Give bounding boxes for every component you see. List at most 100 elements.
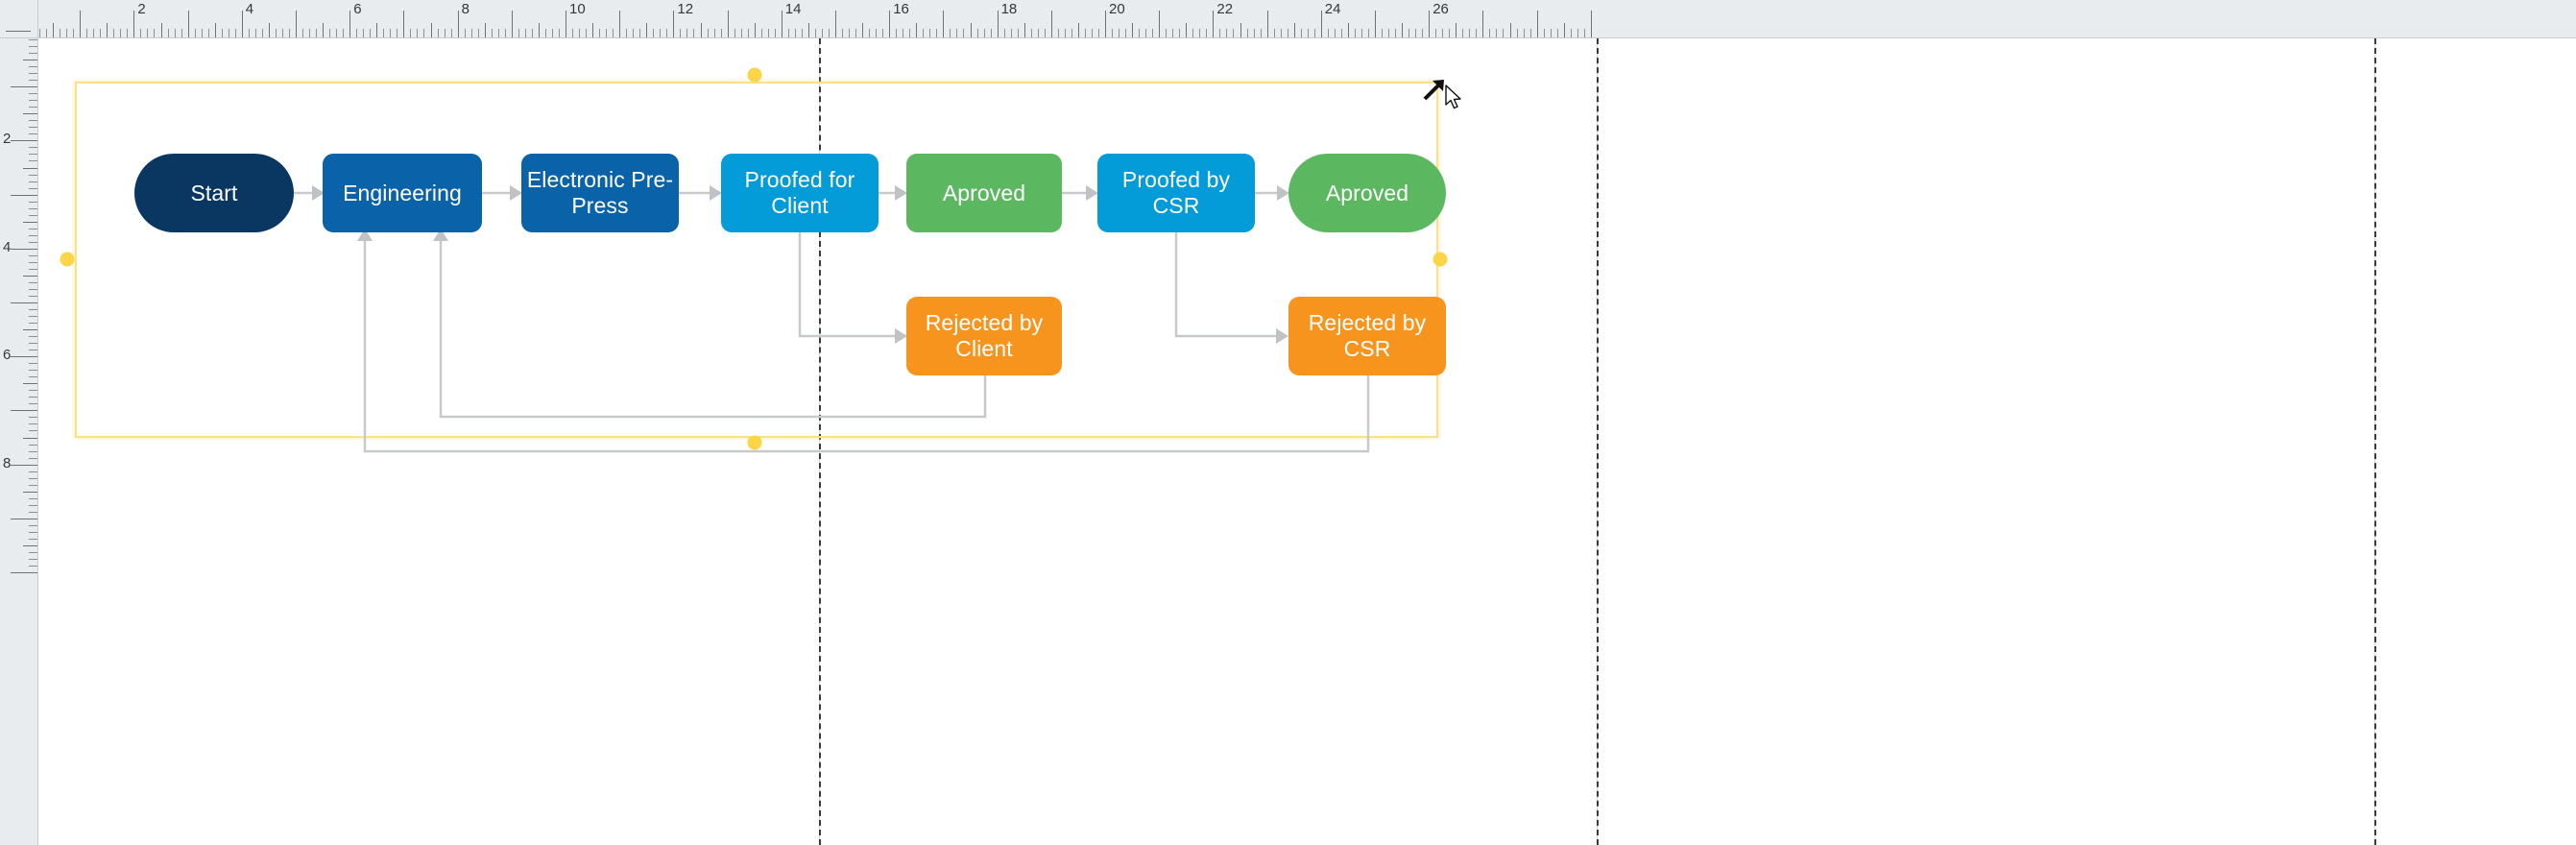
ruler-tick bbox=[201, 29, 203, 37]
ruler-tick bbox=[1590, 11, 1592, 37]
ruler-tick bbox=[120, 29, 122, 37]
ruler-tick bbox=[23, 275, 37, 277]
edge-proofed-by-csr-to-aproved-final[interactable] bbox=[1255, 185, 1289, 201]
edge-proofed-for-client-to-rejected-by-client[interactable] bbox=[798, 232, 907, 344]
ruler-tick bbox=[29, 524, 37, 526]
ruler-tick bbox=[1125, 29, 1127, 37]
node-rejclient[interactable]: Rejected by Client bbox=[906, 297, 1062, 375]
horizontal-ruler[interactable]: 02468101214161820222426 bbox=[38, 0, 2576, 38]
ruler-tick bbox=[1219, 29, 1221, 37]
edge-engineering-to-prepress[interactable] bbox=[482, 185, 522, 201]
ruler-label-h: 8 bbox=[461, 1, 469, 17]
ruler-tick bbox=[1084, 29, 1086, 37]
ruler-tick bbox=[29, 241, 37, 243]
ruler-tick bbox=[990, 29, 992, 37]
ruler-label-h: 14 bbox=[784, 1, 802, 17]
ruler-tick bbox=[1382, 29, 1384, 37]
ruler-tick bbox=[524, 29, 526, 37]
ruler-tick bbox=[23, 221, 37, 223]
ruler-tick bbox=[29, 316, 37, 318]
ruler-tick bbox=[1449, 29, 1451, 37]
ruler-tick bbox=[707, 29, 709, 37]
edge-start-to-engineering[interactable] bbox=[294, 185, 325, 201]
ruler-tick bbox=[29, 66, 37, 68]
ruler-tick bbox=[383, 29, 385, 37]
ruler-tick bbox=[296, 11, 297, 37]
ruler-tick bbox=[410, 29, 412, 37]
ruler-tick bbox=[855, 29, 857, 37]
selection-handle-middle-left[interactable] bbox=[60, 252, 75, 267]
ruler-tick bbox=[423, 29, 425, 37]
ruler-tick bbox=[1293, 23, 1295, 37]
ruler-tick bbox=[107, 23, 108, 37]
diagram-canvas[interactable]: Start Engineering Electronic Pre-Press Proo… bbox=[38, 38, 2576, 845]
edge-rejected-by-client-to-engineering-loop[interactable] bbox=[433, 229, 987, 419]
ruler-tick bbox=[133, 11, 135, 37]
ruler-tick bbox=[572, 29, 574, 37]
ruler-tick bbox=[1435, 29, 1437, 37]
ruler-tick bbox=[1482, 11, 1484, 37]
ruler-tick bbox=[1105, 11, 1106, 37]
node-approved1[interactable]: Aproved bbox=[906, 154, 1062, 232]
ruler-tick bbox=[80, 11, 82, 37]
ruler-tick bbox=[29, 181, 37, 182]
ruler-tick bbox=[653, 29, 655, 37]
ruler-tick bbox=[29, 343, 37, 345]
selection-handle-top-center[interactable] bbox=[747, 67, 762, 83]
edge-rejected-by-csr-to-engineering-loop[interactable] bbox=[357, 229, 1370, 453]
ruler-tick bbox=[1064, 29, 1066, 37]
ruler-tick bbox=[343, 29, 345, 37]
ruler-tick bbox=[23, 437, 37, 439]
ruler-tick bbox=[29, 46, 37, 48]
ruler-tick bbox=[1496, 29, 1498, 37]
ruler-tick bbox=[896, 29, 898, 37]
ruler-label-h: 2 bbox=[137, 1, 146, 17]
edge-proofed-for-client-to-aproved[interactable] bbox=[879, 185, 907, 201]
ruler-tick bbox=[666, 29, 668, 37]
ruler-tick bbox=[23, 329, 37, 331]
node-start[interactable]: Start bbox=[134, 154, 294, 232]
ruler-tick bbox=[760, 29, 762, 37]
node-rejcsr[interactable]: Rejected by CSR bbox=[1288, 297, 1446, 375]
ruler-tick bbox=[1091, 29, 1093, 37]
ruler-tick bbox=[140, 29, 142, 37]
ruler-tick bbox=[1340, 29, 1342, 37]
ruler-tick bbox=[254, 29, 256, 37]
ruler-tick bbox=[29, 444, 37, 446]
resize-handle-ne-icon[interactable] bbox=[1422, 77, 1447, 107]
ruler-tick bbox=[814, 29, 816, 37]
ruler-tick bbox=[23, 491, 37, 493]
ruler-tick bbox=[1192, 29, 1194, 37]
ruler-tick bbox=[316, 29, 318, 37]
ruler-tick bbox=[29, 53, 37, 55]
ruler-tick bbox=[1307, 29, 1309, 37]
vertical-ruler[interactable]: 02468 bbox=[0, 38, 38, 845]
selection-handle-bottom-center[interactable] bbox=[747, 435, 762, 450]
ruler-tick bbox=[727, 11, 729, 37]
ruler-tick bbox=[11, 410, 37, 412]
selection-handle-middle-right[interactable] bbox=[1432, 252, 1448, 267]
ruler-tick bbox=[1422, 29, 1424, 37]
edge-proofed-by-csr-to-rejected-by-csr[interactable] bbox=[1174, 232, 1288, 344]
node-approved2[interactable]: Aproved bbox=[1288, 154, 1446, 232]
ruler-tick bbox=[464, 29, 466, 37]
ruler-tick bbox=[376, 23, 378, 37]
ruler-tick bbox=[29, 336, 37, 338]
ruler-tick bbox=[876, 29, 878, 37]
node-proofclient[interactable]: Proofed for Client bbox=[721, 154, 879, 232]
ruler-tick bbox=[889, 11, 891, 37]
node-prepress[interactable]: Electronic Pre-Press bbox=[521, 154, 679, 232]
ruler-tick bbox=[281, 29, 283, 37]
ruler-tick bbox=[29, 551, 37, 553]
ruler-tick bbox=[181, 29, 182, 37]
ruler-label-v: 6 bbox=[3, 347, 12, 364]
ruler-tick bbox=[11, 572, 37, 573]
ruler-label-h: 20 bbox=[1109, 1, 1125, 17]
edge-prepress-to-proofed-for-client[interactable] bbox=[679, 185, 722, 201]
node-eng[interactable]: Engineering bbox=[323, 154, 482, 232]
ruler-tick bbox=[73, 29, 75, 37]
edge-aproved-to-proofed-by-csr[interactable] bbox=[1062, 185, 1098, 201]
ruler-tick bbox=[477, 29, 479, 37]
ruler-tick bbox=[1057, 29, 1059, 37]
node-proofcsr[interactable]: Proofed by CSR bbox=[1097, 154, 1255, 232]
